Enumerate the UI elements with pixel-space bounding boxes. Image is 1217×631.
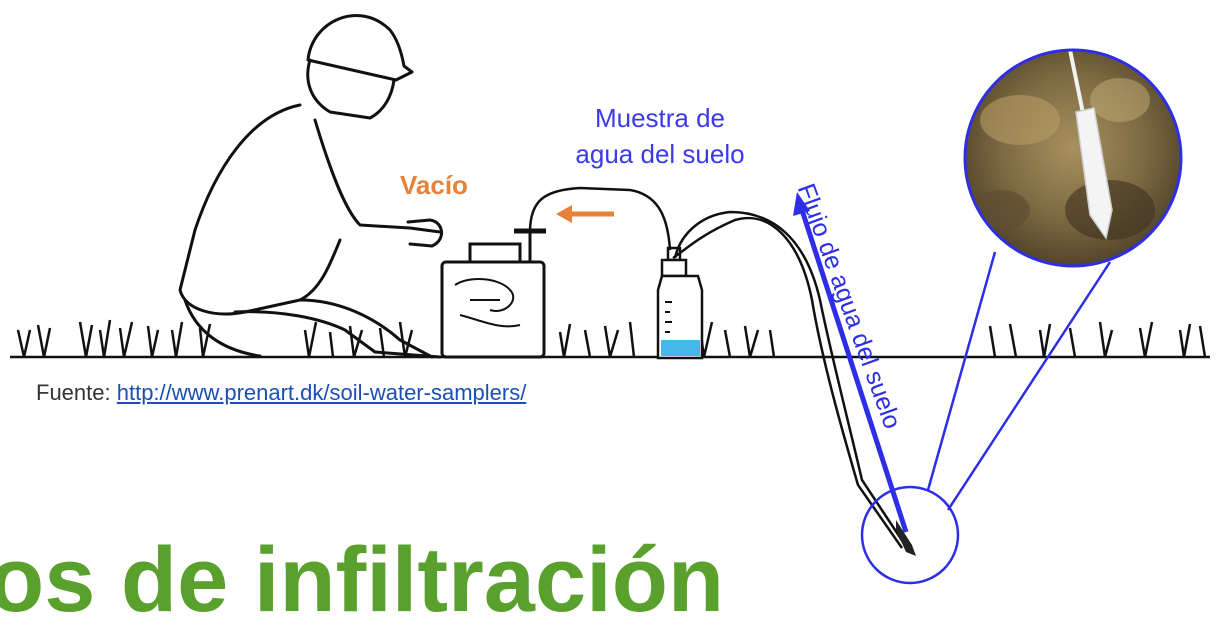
sample-label-line-1: Muestra de [594, 103, 726, 133]
torso [178, 103, 342, 316]
vacuum-label: Vacío [400, 170, 468, 200]
suction-cup-callout [860, 251, 1112, 585]
head [306, 58, 396, 120]
helmet [306, 14, 414, 82]
flow-arrow [793, 192, 909, 533]
sample-label-line-2: agua del suelo [575, 139, 745, 169]
ground-line [10, 319, 1210, 359]
arm [313, 118, 442, 234]
sample-bottle [656, 246, 704, 360]
hand [406, 218, 443, 248]
tubing [528, 186, 907, 549]
water-sample [661, 340, 700, 356]
source-link[interactable]: http://www.prenart.dk/soil-water-sampler… [116, 380, 527, 405]
vacuum-arrow [556, 205, 614, 223]
leg [233, 298, 442, 359]
person-figure [178, 14, 443, 359]
vacuum-pump [440, 228, 546, 359]
source-prefix: Fuente: [36, 380, 111, 405]
page-title: os de infiltración [0, 529, 725, 631]
source-citation: Fuente: http://www.prenart.dk/soil-water… [36, 380, 526, 406]
back-leg [183, 298, 262, 358]
sample-label: Muestra de agua del suelo [555, 100, 765, 172]
soil-photo-zoom [963, 48, 1183, 268]
field-sampling-diagram [10, 14, 1210, 585]
